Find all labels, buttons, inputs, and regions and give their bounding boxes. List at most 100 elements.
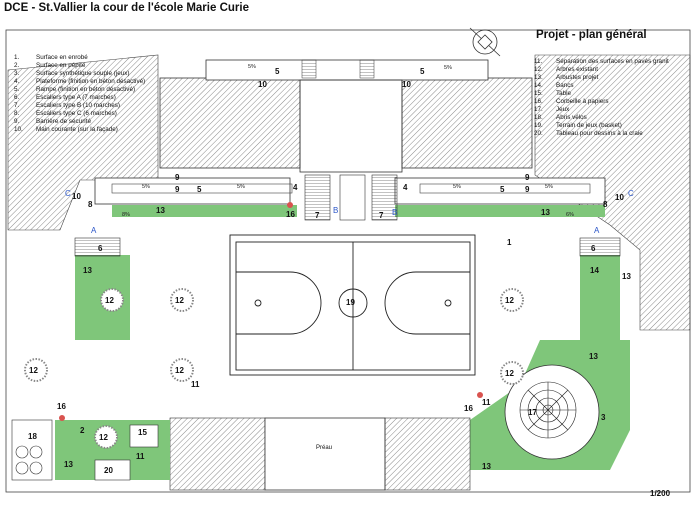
label-9: 9	[175, 173, 180, 182]
label-13: 13	[589, 352, 598, 361]
legend-item: 9.Barrière de sécurité	[14, 118, 91, 125]
legend-item: 15.Table	[534, 90, 572, 97]
slope-label: 5%	[444, 65, 452, 71]
label-19: 19	[346, 298, 355, 307]
legend-item: 4.Plateforme (finition en béton désactiv…	[14, 78, 146, 85]
label-2: 2	[80, 426, 85, 435]
stair-type-c: C	[628, 189, 634, 198]
label-5: 5	[500, 185, 505, 194]
basketball-court	[229, 234, 476, 376]
legend-item: 1.Surface en enrobé	[14, 54, 88, 61]
label-9: 9	[525, 173, 530, 182]
label-5: 5	[420, 67, 425, 76]
label-5: 5	[197, 185, 202, 194]
hatch-bottom-right	[384, 417, 471, 491]
label-9: 9	[175, 185, 180, 194]
label-8: 8	[603, 200, 608, 209]
label-10: 10	[258, 80, 267, 89]
compass-icon	[469, 27, 501, 57]
legend-item: 6.Escaliers type A (7 marches)	[14, 94, 116, 101]
label-1: 1	[507, 238, 512, 247]
label-12: 12	[175, 366, 184, 375]
stairs-b-right	[371, 174, 398, 221]
legend-item: 11.Séparation des surfaces en pavés gran…	[534, 58, 669, 65]
legend-item: 2.Surface en pépite	[14, 62, 86, 69]
stair-type-a: A	[594, 226, 600, 235]
label-12: 12	[505, 369, 514, 378]
legend-item: 16.Corbeille à papiers	[534, 98, 609, 105]
building-left	[159, 77, 301, 169]
shrub-strip-left	[112, 205, 297, 217]
shrub-strip-right	[395, 205, 605, 217]
label-17: 17	[528, 408, 537, 417]
legend-item: 10.Main courante (sur la façade)	[14, 126, 118, 133]
legend-item: 8.Escaliers type C (6 marches)	[14, 110, 117, 117]
label-11: 11	[136, 452, 145, 461]
label-13: 13	[83, 266, 92, 275]
terrace-right	[394, 177, 606, 205]
label-15: 15	[138, 428, 147, 437]
play-surface	[504, 364, 600, 460]
legend-item: 17.Jeux	[534, 106, 570, 113]
label-4: 4	[293, 183, 298, 192]
legend-item: 18.Abris vélos	[534, 114, 587, 121]
terrace-left	[94, 177, 291, 205]
slope-label: 5%	[545, 184, 553, 190]
stairs-a-left	[74, 237, 121, 257]
label-13: 13	[64, 460, 73, 469]
scale-label: 1/200	[650, 489, 671, 498]
label-12: 12	[105, 296, 114, 305]
label-10: 10	[72, 192, 81, 201]
label-16: 16	[464, 404, 473, 413]
slope-label: 5%	[248, 64, 256, 70]
slope-label: 8%	[122, 212, 130, 218]
label-16: 16	[286, 210, 295, 219]
tree-markers	[24, 288, 524, 449]
plan-subtitle: Projet - plan général	[536, 29, 647, 41]
legend-item: 3.Surface synthétique souple (jeux)	[14, 70, 130, 77]
label-11: 11	[191, 380, 200, 389]
play-structure	[519, 381, 577, 439]
label-20: 20	[104, 466, 113, 475]
hatch-left	[7, 54, 159, 231]
slope-label: 5%	[237, 184, 245, 190]
label-6: 6	[591, 244, 596, 253]
stair-type-c: C	[65, 189, 71, 198]
preau-label: Préau	[316, 445, 333, 451]
legend-item: 20.Tableau pour dessins à la craie	[534, 130, 643, 137]
preau-block	[264, 417, 386, 491]
label-5: 5	[275, 67, 280, 76]
label-7: 7	[315, 211, 320, 220]
label-8: 8	[88, 200, 93, 209]
label-4: 4	[403, 183, 408, 192]
label-13: 13	[622, 272, 631, 281]
label-14: 14	[590, 266, 599, 275]
stairs-a-right	[579, 237, 621, 257]
label-12: 12	[505, 296, 514, 305]
label-13: 13	[482, 462, 491, 471]
label-12: 12	[175, 296, 184, 305]
label-13: 13	[541, 208, 550, 217]
stair-type-b: B	[333, 206, 339, 215]
legend-item: 13.Arbustes projet	[534, 74, 599, 81]
label-9: 9	[525, 185, 530, 194]
slope-label: 5%	[142, 184, 150, 190]
green-zone-right	[580, 255, 620, 340]
legend-item: 7.Escaliers type B (10 marches)	[14, 102, 120, 109]
stairs-b-left	[304, 174, 331, 221]
stair-type-a: A	[91, 226, 97, 235]
hatch-bottom-left	[169, 417, 266, 491]
label-12: 12	[29, 366, 38, 375]
label-10: 10	[402, 80, 411, 89]
label-3: 3	[601, 413, 606, 422]
slope-label: 6%	[566, 212, 574, 218]
label-6: 6	[98, 244, 103, 253]
legend-item: 12.Arbres existant	[534, 66, 598, 73]
label-12: 12	[99, 433, 108, 442]
stair-type-b: B	[392, 208, 398, 217]
legend-item: 5.Rampe (finition en béton désactivé)	[14, 86, 136, 93]
label-18: 18	[28, 432, 37, 441]
label-13: 13	[156, 206, 165, 215]
label-10: 10	[615, 193, 624, 202]
